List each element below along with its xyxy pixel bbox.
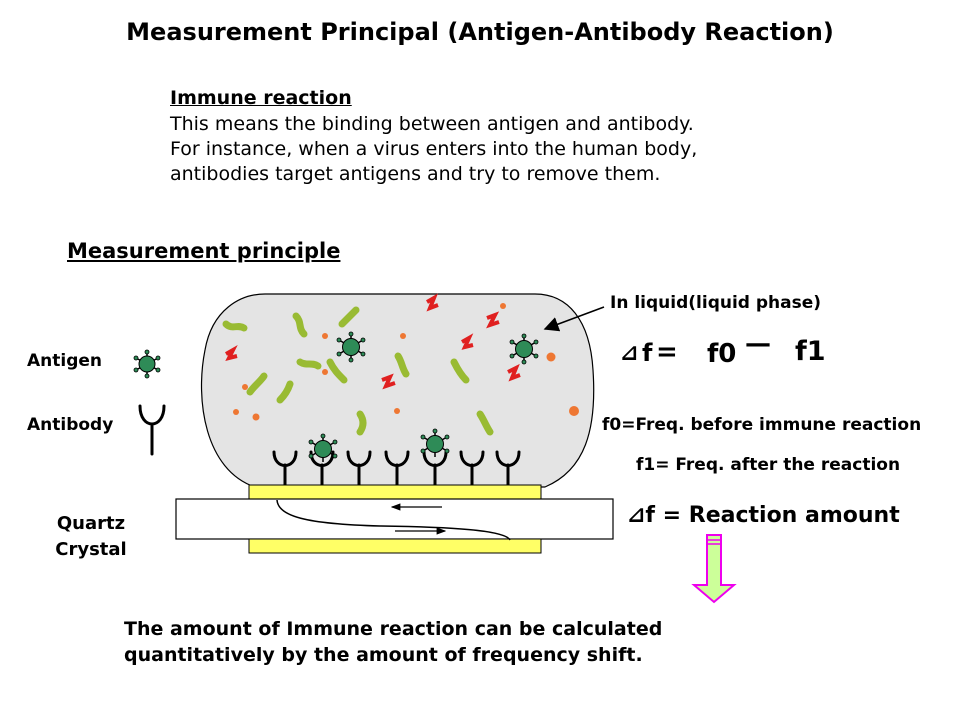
surface-antibodies	[272, 450, 521, 487]
antibody-icon	[138, 404, 166, 456]
immune-reaction-heading: Immune reaction	[170, 87, 352, 109]
f1-definition: f1= Freq. after the reaction	[636, 455, 901, 475]
liquid-pointer-arrow	[543, 306, 605, 332]
conclusion-line-2: quantitatively by the amount of frequenc…	[124, 644, 643, 666]
liquid-phase-label: In liquid(liquid phase)	[610, 293, 822, 313]
quartz-label-1: Quartz	[56, 513, 126, 534]
formula-minus: —	[745, 329, 771, 359]
formula-equals: =	[656, 337, 678, 367]
antigen-bound-2	[420, 428, 450, 457]
measurement-principle-heading: Measurement principle	[67, 239, 341, 263]
top-electrode	[248, 484, 542, 500]
green-molecules	[222, 306, 494, 436]
conclusion-line-1: The amount of Immune reaction can be cal…	[124, 618, 663, 640]
wave-path	[276, 499, 511, 541]
antigen-free-1	[336, 331, 366, 363]
liquid-droplet	[200, 293, 595, 488]
quartz-crystal	[175, 498, 614, 540]
f0-definition: f0=Freq. before immune reaction	[602, 415, 922, 435]
page-title: Measurement Principal (Antigen-Antibody …	[126, 18, 834, 46]
bottom-electrode	[248, 538, 542, 554]
formula-f1: f1	[795, 336, 826, 367]
formula-f: f	[642, 339, 653, 367]
formula-delta: ⊿	[620, 341, 639, 366]
antigen-free-2	[509, 333, 539, 365]
quartz-label-2: Crystal	[55, 539, 127, 560]
legend-antibody-label: Antibody	[27, 415, 114, 435]
down-arrow-icon	[691, 534, 737, 604]
reaction-amount-label: ⊿f = Reaction amount	[627, 503, 900, 528]
formula-f0: f0	[707, 339, 737, 369]
immune-line-1: This means the binding between antigen a…	[170, 113, 694, 135]
antigen-icon	[133, 349, 161, 379]
orange-dots	[233, 303, 579, 421]
immune-line-3: antibodies target antigens and try to re…	[170, 163, 661, 185]
legend-antigen-label: Antigen	[27, 351, 103, 371]
red-molecules	[225, 293, 521, 390]
antigen-bound-1	[308, 433, 338, 462]
immune-line-2: For instance, when a virus enters into t…	[170, 138, 698, 160]
